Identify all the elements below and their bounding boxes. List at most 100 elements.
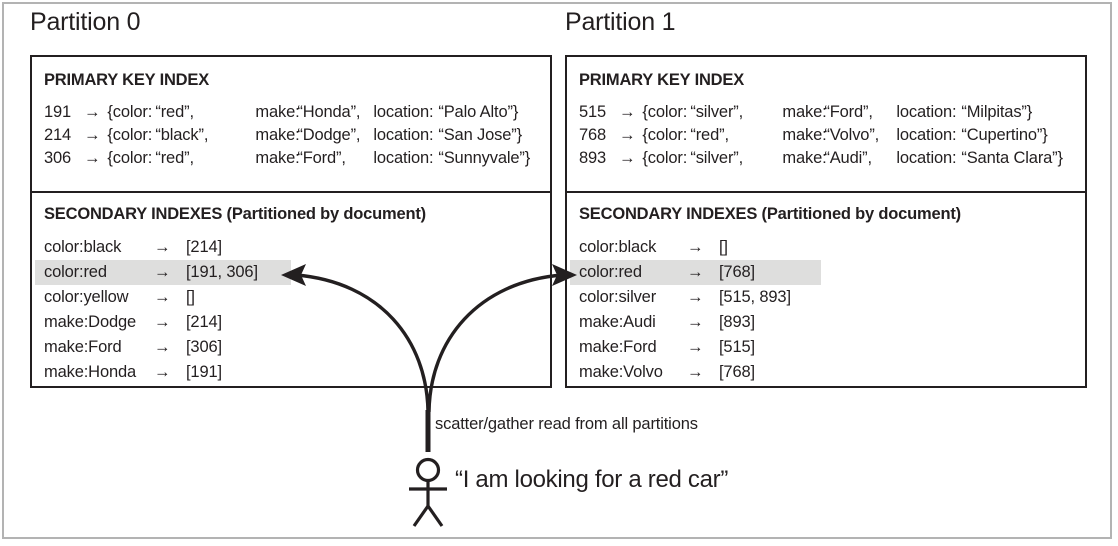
- secondary-index-term: color:silver: [579, 288, 657, 306]
- primary-key-make-label: make:: [782, 126, 827, 144]
- primary-key-color-label: {color:: [642, 149, 688, 167]
- primary-key-location-label: location:: [373, 103, 434, 121]
- secondary-index-ids: [191, 306]: [186, 263, 258, 281]
- partition-0-secondary-index-heading: SECONDARY INDEXES (Partitioned by docume…: [44, 205, 426, 223]
- primary-key-id: 893: [579, 149, 607, 167]
- secondary-index-term: make:Dodge: [44, 313, 137, 331]
- primary-key-make-label: make:: [782, 149, 827, 167]
- figure-outer-border: [2, 2, 1112, 539]
- primary-key-color-value: “black”,: [155, 126, 209, 144]
- primary-key-color-value: “silver”,: [690, 103, 744, 121]
- arrow-icon: →: [84, 126, 101, 144]
- arrow-icon: →: [84, 149, 101, 167]
- secondary-index-term: make:Ford: [44, 338, 122, 356]
- partition-1-secondary-index-heading: SECONDARY INDEXES (Partitioned by docume…: [579, 205, 961, 223]
- secondary-index-row: make:Ford → [306]: [35, 335, 291, 360]
- secondary-index-row: make:Ford → [515]: [570, 335, 821, 360]
- partition-1-primary-key-heading: PRIMARY KEY INDEX: [579, 71, 744, 89]
- arrow-icon: →: [687, 338, 704, 356]
- primary-key-make-value: “Ford”,: [824, 103, 873, 121]
- secondary-index-row: make:Audi → [893]: [570, 310, 821, 335]
- primary-key-make-value: “Ford”,: [297, 149, 346, 167]
- secondary-index-term: make:Volvo: [579, 363, 663, 381]
- secondary-index-term: color:black: [579, 238, 657, 256]
- secondary-index-row: make:Honda → [191]: [35, 360, 291, 385]
- primary-key-make-label: make:: [782, 103, 827, 121]
- primary-key-location-label: location:: [373, 149, 434, 167]
- primary-key-location-label: location:: [896, 126, 957, 144]
- partition-1-secondary-index-rows: color:black → [] color:red → [768] color…: [570, 235, 821, 385]
- primary-key-make-label: make:: [255, 149, 300, 167]
- primary-key-id: 191: [44, 103, 72, 121]
- secondary-index-ids: [214]: [186, 313, 222, 331]
- arrow-icon: →: [154, 238, 171, 256]
- primary-key-location-value: “Cupertino”}: [961, 126, 1048, 144]
- primary-key-location-label: location:: [373, 126, 434, 144]
- arrow-icon: →: [154, 263, 171, 281]
- secondary-index-term: make:Honda: [44, 363, 137, 381]
- primary-key-location-value: “Sunnyvale”}: [438, 149, 531, 167]
- secondary-index-ids: [515]: [719, 338, 755, 356]
- arrow-icon: →: [687, 238, 704, 256]
- secondary-index-term: color:yellow: [44, 288, 129, 306]
- primary-key-row: 893 → {color: “silver”, make: “Audi”, lo…: [579, 147, 1063, 170]
- arrow-icon: →: [619, 103, 636, 121]
- primary-key-id: 306: [44, 149, 72, 167]
- secondary-index-row-highlighted: color:red → [768]: [570, 260, 821, 285]
- primary-key-row: 515 → {color: “silver”, make: “Ford”, lo…: [579, 101, 1063, 124]
- secondary-index-ids: [768]: [719, 263, 755, 281]
- secondary-index-ids: [306]: [186, 338, 222, 356]
- arrow-icon: →: [619, 149, 636, 167]
- partition-1-title: Partition 1: [565, 8, 676, 36]
- arrow-icon: →: [154, 338, 171, 356]
- primary-key-make-value: “Audi”,: [824, 149, 872, 167]
- partition-0-section-divider: [32, 191, 550, 193]
- primary-key-id: 515: [579, 103, 607, 121]
- arrow-icon: →: [84, 103, 101, 121]
- partition-1-primary-key-rows: 515 → {color: “silver”, make: “Ford”, lo…: [579, 101, 1063, 170]
- primary-key-location-value: “Milpitas”}: [961, 103, 1033, 121]
- primary-key-make-value: “Volvo”,: [824, 126, 880, 144]
- arrow-icon: →: [687, 363, 704, 381]
- secondary-index-term: make:Audi: [579, 313, 656, 331]
- secondary-index-ids: [214]: [186, 238, 222, 256]
- arrow-icon: →: [154, 363, 171, 381]
- primary-key-row: 214 → {color: “black”, make: “Dodge”, lo…: [44, 124, 530, 147]
- arrow-icon: →: [154, 288, 171, 306]
- secondary-index-ids: []: [719, 238, 728, 256]
- arrow-icon: →: [687, 263, 704, 281]
- primary-key-row: 191 → {color: “red”, make: “Honda”, loca…: [44, 101, 530, 124]
- primary-key-color-label: {color:: [107, 103, 153, 121]
- partition-1-section-divider: [567, 191, 1085, 193]
- arrow-icon: →: [687, 313, 704, 331]
- secondary-index-row: color:black → [214]: [35, 235, 291, 260]
- primary-key-make-label: make:: [255, 126, 300, 144]
- primary-key-location-label: location:: [896, 103, 957, 121]
- secondary-index-ids: [768]: [719, 363, 755, 381]
- primary-key-make-label: make:: [255, 103, 300, 121]
- partition-0-primary-key-rows: 191 → {color: “red”, make: “Honda”, loca…: [44, 101, 530, 170]
- primary-key-color-label: {color:: [107, 149, 153, 167]
- secondary-index-ids: [893]: [719, 313, 755, 331]
- partition-0-primary-key-heading: PRIMARY KEY INDEX: [44, 71, 209, 89]
- secondary-index-row: color:silver → [515, 893]: [570, 285, 821, 310]
- primary-key-location-value: “Palo Alto”}: [438, 103, 519, 121]
- primary-key-color-value: “red”,: [690, 126, 729, 144]
- secondary-index-ids: [515, 893]: [719, 288, 791, 306]
- scatter-gather-caption: scatter/gather read from all partitions: [435, 415, 698, 433]
- primary-key-color-label: {color:: [107, 126, 153, 144]
- primary-key-location-value: “Santa Clara”}: [961, 149, 1063, 167]
- secondary-index-row: color:yellow → []: [35, 285, 291, 310]
- primary-key-row: 306 → {color: “red”, make: “Ford”, locat…: [44, 147, 530, 170]
- primary-key-location-value: “San Jose”}: [438, 126, 523, 144]
- arrow-icon: →: [154, 313, 171, 331]
- secondary-index-row: make:Dodge → [214]: [35, 310, 291, 335]
- secondary-index-row: color:black → []: [570, 235, 821, 260]
- arrow-icon: →: [619, 126, 636, 144]
- secondary-index-term: make:Ford: [579, 338, 657, 356]
- primary-key-id: 768: [579, 126, 607, 144]
- secondary-index-term: color:red: [579, 263, 642, 281]
- primary-key-make-value: “Honda”,: [297, 103, 361, 121]
- secondary-index-term: color:black: [44, 238, 122, 256]
- primary-key-color-value: “silver”,: [690, 149, 744, 167]
